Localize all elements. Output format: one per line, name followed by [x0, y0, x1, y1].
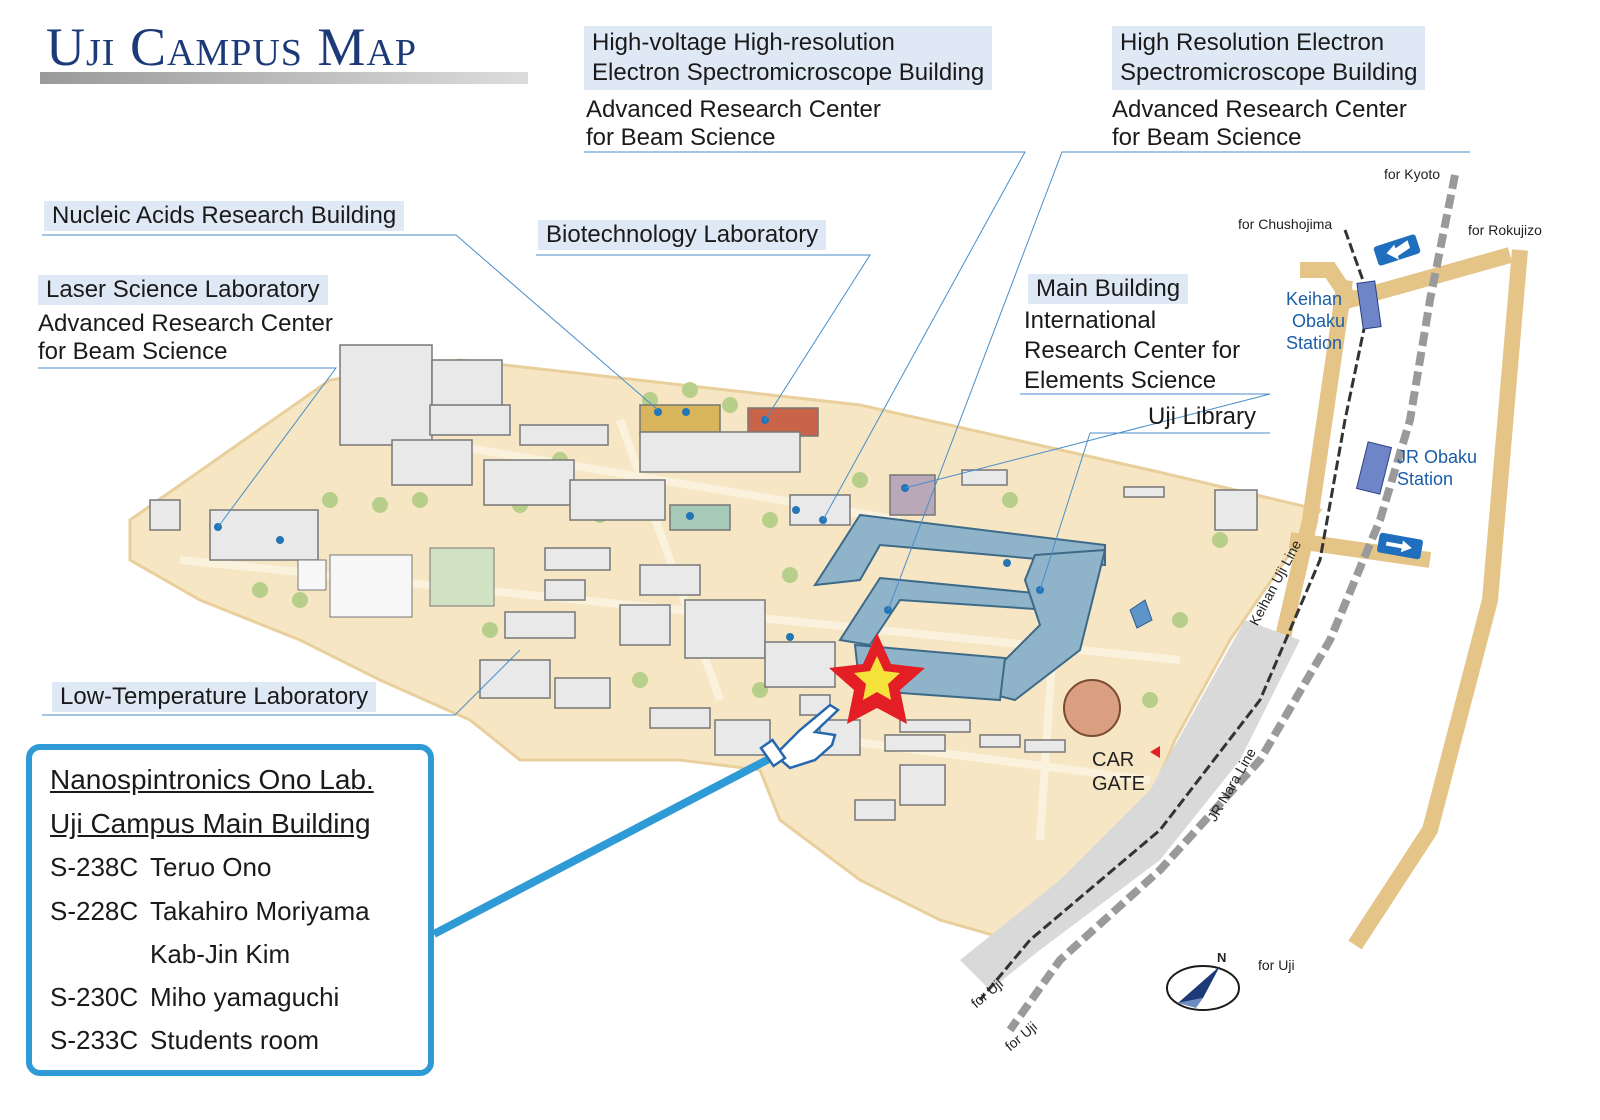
- label-high-voltage-line2: Electron Spectromicroscope Building: [592, 59, 985, 86]
- direction-chushojima: for Chushojima: [1238, 216, 1333, 232]
- label-high-resolution-building: High Resolution Electron Spectromicrosco…: [1112, 26, 1426, 90]
- high-resolution-sub2: for Beam Science: [1112, 124, 1302, 151]
- trees: [252, 382, 1228, 708]
- title-underline: [40, 72, 528, 84]
- label-high-voltage-building: High-voltage High-resolution Electron Sp…: [584, 26, 993, 90]
- callout-connector: [432, 744, 792, 938]
- label-laser-sub: Advanced Research Center for Beam Scienc…: [38, 310, 333, 366]
- gate-l1: CAR: [1092, 749, 1135, 771]
- jr-nara-line: [1006, 174, 1459, 1033]
- direction-kyoto: for Kyoto: [1384, 166, 1441, 182]
- round-building: [1063, 679, 1121, 737]
- keihan-l1: Keihan: [1286, 289, 1343, 309]
- keihan-uji-line: [978, 229, 1372, 1001]
- info-row-room: S-228C: [50, 896, 139, 926]
- high-resolution-sub1: Advanced Research Center: [1112, 96, 1407, 123]
- high-voltage-sub2: for Beam Science: [586, 124, 776, 151]
- compass-icon: [1166, 965, 1240, 1011]
- rail-corridor: [960, 620, 1300, 990]
- label-high-resolution-sub: Advanced Research Center for Beam Scienc…: [1112, 96, 1407, 152]
- label-main-building-sub: International Research Center for Elemen…: [1024, 306, 1240, 396]
- lab-info-box: Nanospintronics Ono Lab. Uji Campus Main…: [26, 744, 434, 1076]
- label-high-voltage-sub: Advanced Research Center for Beam Scienc…: [586, 96, 881, 152]
- sports-courts: [297, 547, 495, 618]
- high-voltage-building: [669, 504, 731, 531]
- leader-lines: [38, 151, 1470, 716]
- high-voltage-sub1: Advanced Research Center: [586, 96, 881, 123]
- laser-sub2: for Beam Science: [38, 338, 228, 365]
- map-title: Uji Campus Map: [40, 14, 528, 84]
- label-high-resolution-line1: High Resolution Electron: [1120, 29, 1385, 56]
- arrow-left-icon: [1373, 234, 1421, 266]
- label-car-gate: CAR GATE: [1092, 748, 1145, 796]
- direction-uji-road: for Uji: [1258, 957, 1295, 973]
- keihan-l3: Station: [1286, 333, 1343, 353]
- arrow-right-icon: [1377, 532, 1423, 560]
- label-low-temperature-laboratory: Low-Temperature Laboratory: [52, 682, 377, 712]
- label-biotechnology-laboratory: Biotechnology Laboratory: [538, 220, 827, 250]
- jr-obaku-station: [1355, 441, 1393, 495]
- info-row-room: S-238C: [50, 852, 139, 882]
- main-sub2: Research Center for: [1024, 337, 1241, 364]
- gate-l2: GATE: [1092, 773, 1145, 795]
- info-row-name: Teruo Ono: [150, 852, 272, 882]
- label-keihan-obaku-station: Keihan Obaku Station: [1286, 288, 1345, 354]
- external-roads: [1272, 247, 1528, 950]
- map-title-text: Uji Campus Map: [46, 17, 417, 77]
- car-gate-marker: [1150, 746, 1160, 758]
- label-jr-obaku-station: JR Obaku Station: [1397, 446, 1477, 490]
- main-sub3: Elements Science: [1024, 367, 1217, 394]
- nucleic-acids-building: [639, 404, 721, 436]
- label-uji-library: Uji Library: [1148, 403, 1257, 430]
- label-main-building: Main Building: [1028, 274, 1189, 304]
- pointing-hand-icon: [759, 703, 841, 770]
- info-row-name: Students room: [150, 1025, 320, 1055]
- label-nucleic-acids-building: Nucleic Acids Research Building: [44, 201, 405, 231]
- laser-sub1: Advanced Research Center: [38, 310, 333, 337]
- keihan-obaku-station: [1356, 280, 1382, 330]
- info-row-name: Kab-Jin Kim: [150, 939, 291, 969]
- info-row-name: Miho yamaguchi: [150, 982, 340, 1012]
- main-sub1: International: [1024, 307, 1157, 334]
- info-row-room: S-230C: [50, 982, 139, 1012]
- label-high-resolution-line2: Spectromicroscope Building: [1120, 59, 1418, 86]
- keihan-l2: Obaku: [1292, 311, 1346, 331]
- location-star-icon: [829, 633, 925, 724]
- campus-buildings: [149, 344, 1258, 821]
- info-heading-building: Uji Campus Main Building: [50, 808, 371, 839]
- direction-rokujizo: for Rokujizo: [1468, 222, 1542, 238]
- compass-north-label: N: [1217, 950, 1227, 965]
- info-row-room: S-233C: [50, 1025, 139, 1055]
- info-heading-lab: Nanospintronics Ono Lab.: [50, 764, 374, 795]
- laser-science-building: [209, 509, 319, 561]
- label-high-voltage-line1: High-voltage High-resolution: [592, 29, 895, 56]
- jr-l1: JR Obaku: [1397, 447, 1478, 467]
- low-temperature-building: [479, 659, 551, 699]
- info-row-name: Takahiro Moriyama: [150, 896, 370, 926]
- blue-kiosk: [1129, 599, 1153, 629]
- label-laser-science-laboratory: Laser Science Laboratory: [38, 275, 328, 305]
- jr-l2: Station: [1397, 469, 1454, 489]
